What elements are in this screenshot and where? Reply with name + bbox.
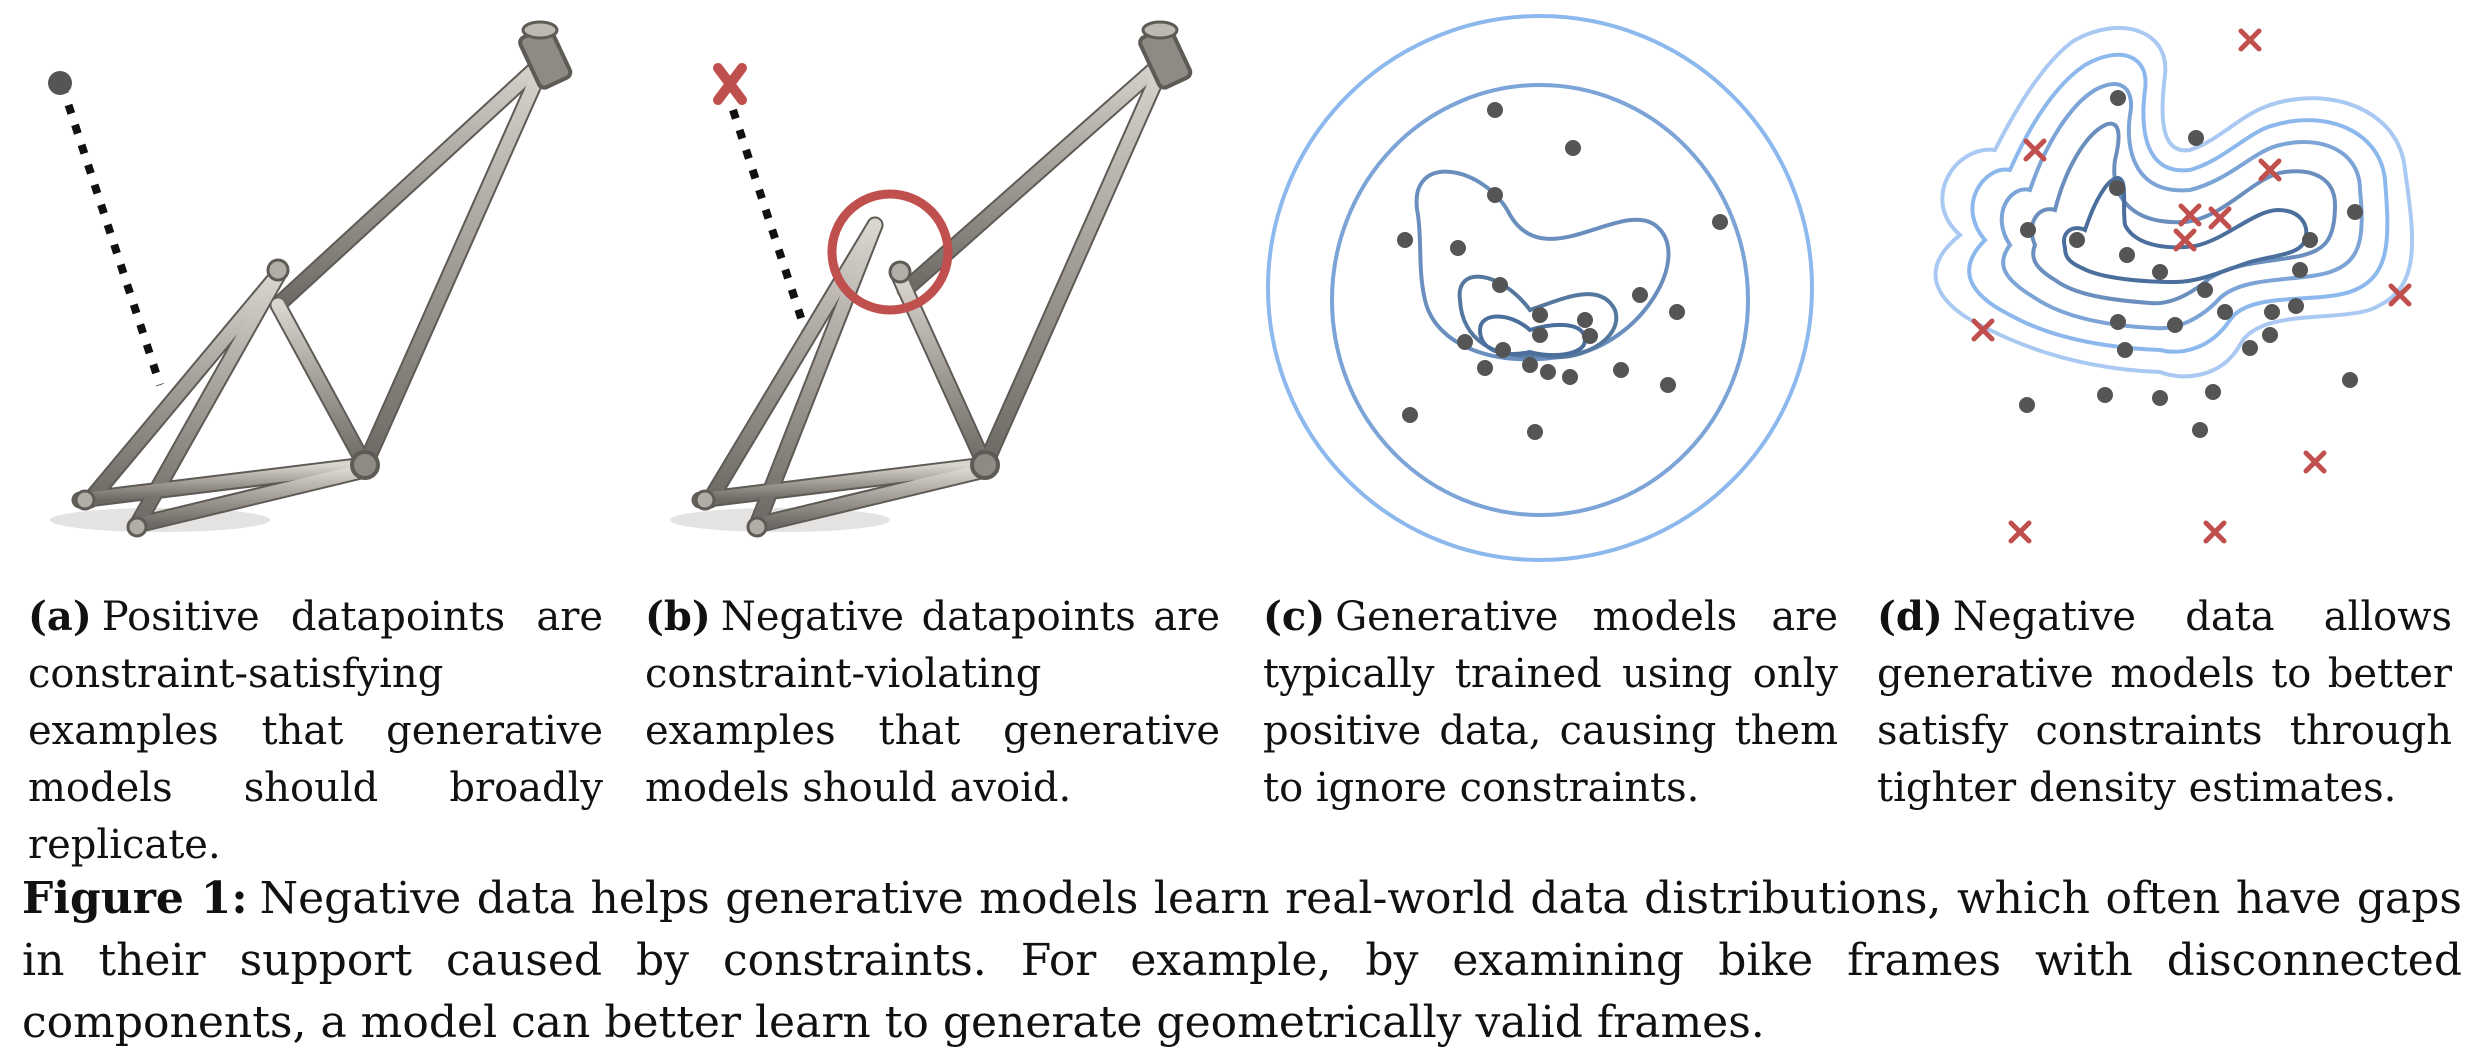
panel-a-positive-frame — [0, 0, 620, 580]
negative-point-x — [2173, 228, 2197, 252]
positive-point — [1582, 328, 1598, 344]
density-contour-plot-d — [1933, 25, 2415, 544]
positive-point — [2242, 340, 2258, 356]
figure-caption-text: Negative data helps generative models le… — [22, 873, 2463, 1048]
caption-label-a: (a) — [28, 593, 92, 640]
positive-point — [1527, 424, 1543, 440]
positive-point — [2152, 390, 2168, 406]
positive-point — [1495, 342, 1511, 358]
dotted-leader-line — [58, 83, 164, 387]
positive-point — [1712, 214, 1728, 230]
positive-point — [1477, 360, 1493, 376]
positive-points-c — [1397, 102, 1728, 440]
bike-frame-disconnected — [691, 20, 1193, 538]
positive-points-d — [2019, 90, 2363, 438]
positive-point — [2347, 204, 2363, 220]
negative-point-x — [1971, 318, 1995, 342]
positive-point — [2069, 232, 2085, 248]
positive-point — [1532, 307, 1548, 323]
violation-highlight-circle — [827, 189, 953, 315]
positive-point — [1522, 357, 1538, 373]
positive-point — [2217, 304, 2233, 320]
positive-point — [1397, 232, 1413, 248]
bike-frame — [71, 20, 573, 538]
negative-datapoint-x — [713, 63, 747, 105]
negative-point-x — [2258, 158, 2282, 182]
positive-point — [1487, 102, 1503, 118]
positive-point — [2264, 304, 2280, 320]
caption-c: (c)Generative models are typically train… — [1263, 588, 1838, 817]
positive-point — [2109, 180, 2125, 196]
negative-point-x — [2178, 203, 2202, 227]
positive-datapoint-dot — [48, 71, 72, 95]
figure-label: Figure 1: — [22, 873, 248, 924]
caption-text-d: Negative data allows generative models t… — [1877, 594, 2452, 811]
positive-point — [1457, 334, 1473, 350]
positive-point — [2192, 422, 2208, 438]
positive-point — [2167, 317, 2183, 333]
positive-point — [1402, 407, 1418, 423]
contour-level-1 — [1266, 14, 1814, 562]
contour-level-4 — [2029, 121, 2338, 306]
panel-b-negative-frame — [620, 0, 1240, 580]
positive-point — [2188, 130, 2204, 146]
negative-point-x — [2023, 138, 2047, 162]
positive-point — [1562, 369, 1578, 385]
panel-d-negative-informed-density — [1860, 0, 2475, 580]
caption-text-b: Negative datapoints are constraint-viola… — [645, 594, 1220, 811]
negative-points-d — [1971, 28, 2412, 544]
panel-c-positive-only-density — [1240, 0, 1860, 580]
contour-level-3 — [1999, 82, 2364, 331]
caption-text-c: Generative models are typically trained … — [1263, 594, 1838, 811]
positive-point — [1532, 327, 1548, 343]
density-contour-plot-c — [1266, 14, 1814, 562]
positive-point — [1450, 240, 1466, 256]
negative-point-x — [2208, 206, 2232, 230]
positive-point — [1613, 362, 1629, 378]
dotted-leader-line — [729, 108, 809, 332]
figure-caption: Figure 1:Negative data helps generative … — [22, 868, 2462, 1054]
bike-frame-illustration-a — [48, 20, 573, 538]
negative-point-x — [2008, 520, 2032, 544]
caption-b: (b)Negative datapoints are constraint-vi… — [645, 588, 1220, 817]
positive-point — [2110, 90, 2126, 106]
positive-point — [2197, 282, 2213, 298]
positive-point — [2110, 314, 2126, 330]
positive-point — [2019, 397, 2035, 413]
positive-point — [2342, 372, 2358, 388]
caption-label-c: (c) — [1263, 593, 1326, 640]
negative-point-x — [2238, 28, 2262, 52]
positive-point — [2152, 264, 2168, 280]
caption-d: (d)Negative data allows generative model… — [1877, 588, 2452, 817]
positive-point — [2020, 222, 2036, 238]
bike-frame-illustration-b — [670, 20, 1193, 538]
contour-level-2 — [1330, 83, 1750, 517]
positive-point — [2205, 384, 2221, 400]
caption-label-d: (d) — [1877, 593, 1943, 640]
positive-point — [2302, 232, 2318, 248]
positive-point — [1492, 277, 1508, 293]
contour-level-5 — [2062, 175, 2309, 285]
caption-label-b: (b) — [645, 593, 711, 640]
caption-text-a: Positive datapoints are constraint-satis… — [28, 594, 603, 868]
caption-a: (a)Positive datapoints are constraint-sa… — [28, 588, 603, 874]
contour-level-2 — [1967, 52, 2390, 354]
positive-point — [2292, 262, 2308, 278]
negative-point-x — [2303, 450, 2327, 474]
positive-point — [2119, 247, 2135, 263]
positive-point — [2117, 342, 2133, 358]
positive-point — [1632, 287, 1648, 303]
positive-point — [1577, 312, 1593, 328]
positive-point — [1487, 187, 1503, 203]
positive-point — [2262, 327, 2278, 343]
negative-point-x — [2388, 283, 2412, 307]
contour-level-1 — [1933, 25, 2415, 379]
negative-point-x — [2203, 520, 2227, 544]
positive-point — [1540, 364, 1556, 380]
positive-point — [1565, 140, 1581, 156]
positive-point — [2097, 387, 2113, 403]
positive-point — [1669, 304, 1685, 320]
positive-point — [2288, 298, 2304, 314]
positive-point — [1660, 377, 1676, 393]
